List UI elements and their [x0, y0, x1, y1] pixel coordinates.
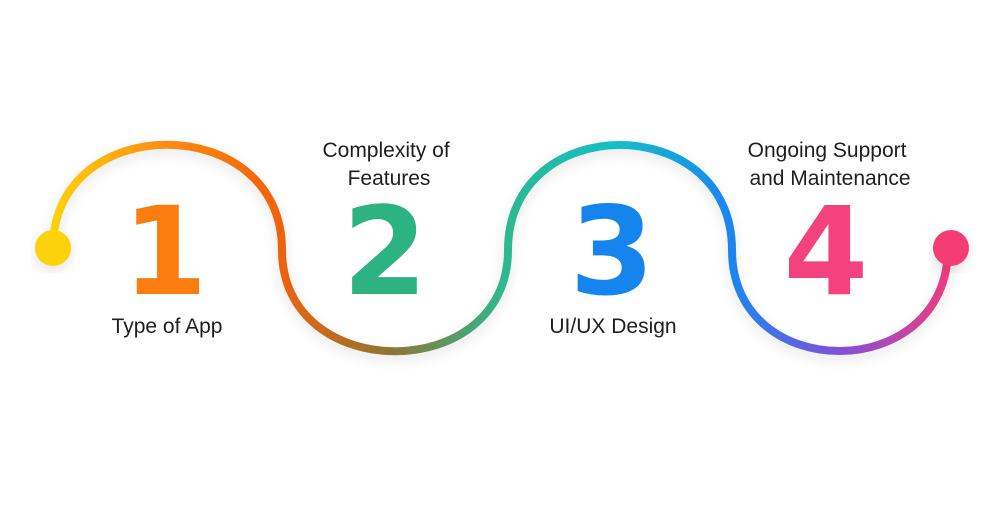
step-number-3: 3: [570, 181, 655, 323]
step-number-2: 2: [343, 181, 428, 323]
step-number-4: 4: [784, 181, 869, 323]
step-label-1: Type of App: [112, 315, 223, 338]
step-label-4: Ongoing Support and Maintenance: [748, 139, 913, 190]
step-label-3: UI/UX Design: [549, 315, 676, 338]
step-label-3-line-1: UI/UX Design: [549, 315, 676, 338]
step-label-2: Complexity of Features: [322, 139, 455, 190]
step-label-2-line-1: Complexity of: [322, 139, 449, 162]
wave-connector: [49, 140, 952, 356]
step-label-2-line-2: Features: [348, 167, 431, 190]
end-dot: [933, 230, 969, 266]
step-label-4-line-2: and Maintenance: [749, 167, 910, 190]
start-dot: [35, 230, 71, 266]
step-label-1-line-1: Type of App: [112, 315, 223, 338]
step-number-1: 1: [123, 181, 208, 323]
step-label-4-line-1: Ongoing Support: [748, 139, 907, 162]
